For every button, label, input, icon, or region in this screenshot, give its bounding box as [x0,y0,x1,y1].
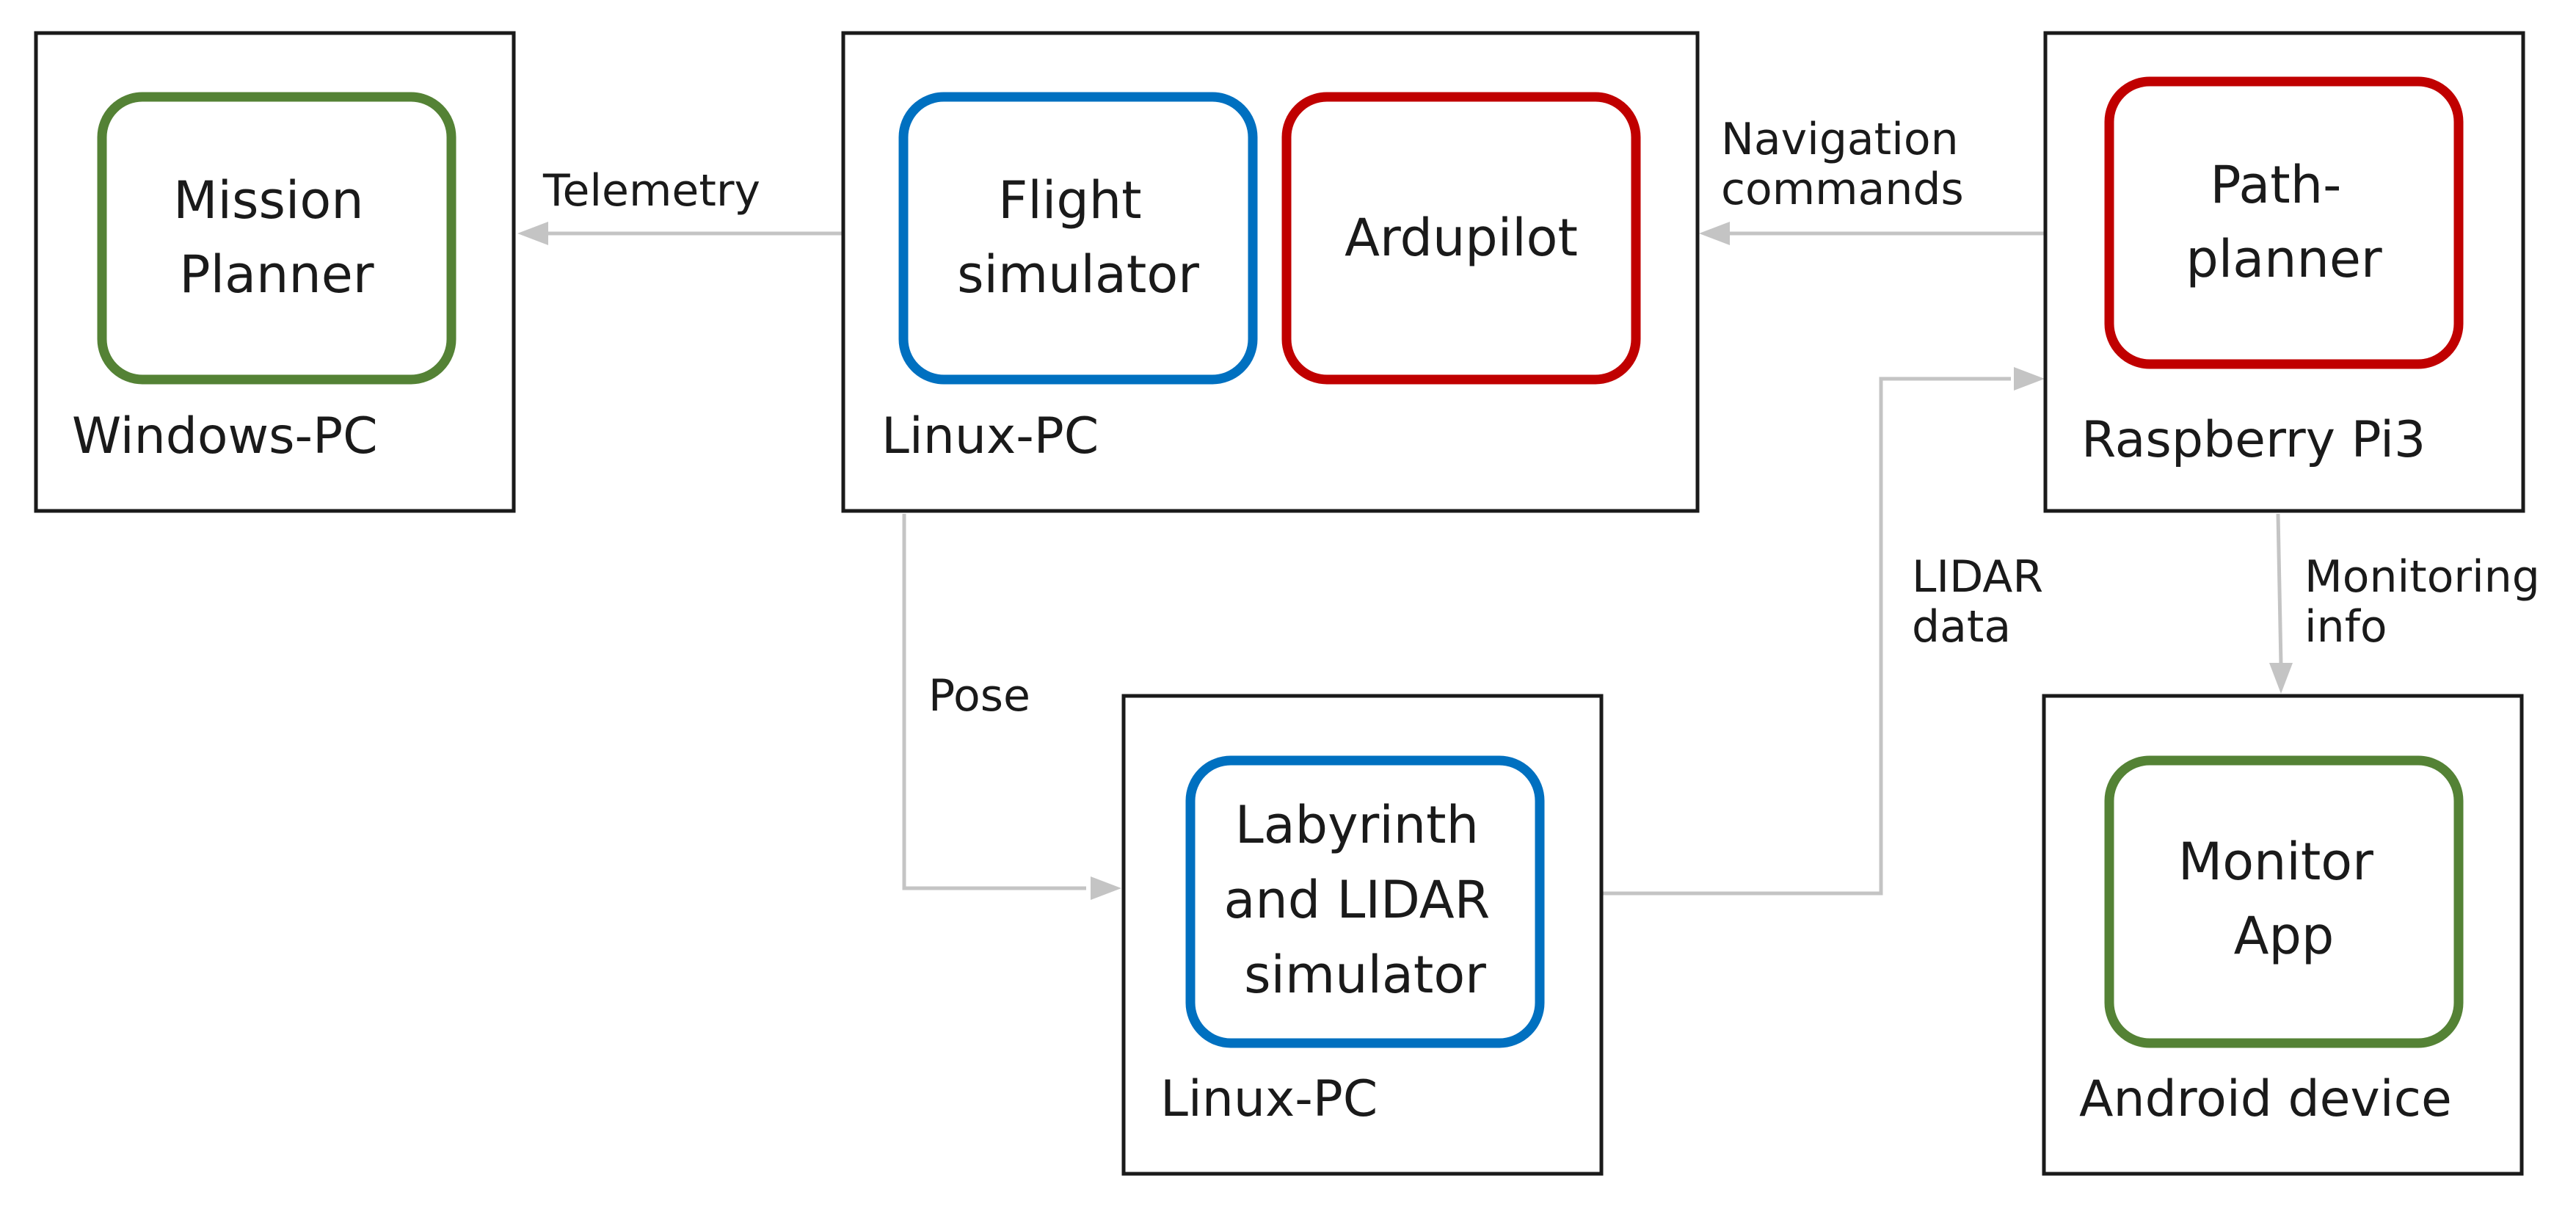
host-android-device: Monitor App Android device [2042,694,2524,1176]
flight-simulator-label: Flight simulator [957,170,1199,305]
connector-monitoring-info [2269,513,2293,694]
labyrinth-label: Labyrinth and LIDAR simulator [1223,795,1506,1005]
host-label-android-device: Android device [2079,1070,2452,1128]
monitor-app-label: Monitor App [2178,832,2390,966]
edge-label-navigation-commands: Navigation commands [1721,114,1973,215]
connector-navigation-commands [1699,222,2045,245]
host-label-linux-pc-labyrinth: Linux-PC [1160,1070,1378,1128]
host-raspberry-pi3: Path- planner Raspberry Pi3 [2043,31,2525,513]
connector-lidar-data [1603,367,2045,896]
component-flight-simulator [898,92,1258,385]
path-planner-label: Path- planner [2186,155,2382,289]
host-linux-pc-simulator: Flight simulator Ardupilot Linux-PC [841,31,1700,513]
component-path-planner [2104,76,2464,369]
component-labyrinth-lidar-simulator [1185,755,1545,1048]
mission-planner-label: Mission Planner [173,170,380,305]
arrowhead-navigation [1699,222,1730,245]
edge-label-pose: Pose [928,670,1030,722]
connector-telemetry [517,222,843,245]
component-mission-planner [97,92,456,385]
arrowhead-lidar [2014,367,2045,391]
host-label-raspberry-pi3: Raspberry Pi3 [2081,411,2426,469]
arrowhead-pose [1091,876,1121,900]
host-label-linux-pc-simulator: Linux-PC [881,407,1099,465]
ardupilot-label: Ardupilot [1345,208,1578,268]
host-label-windows-pc: Windows-PC [72,407,378,465]
component-monitor-app [2104,755,2464,1048]
arrowhead-telemetry [517,222,548,245]
edge-label-monitoring-info: Monitoring info [2304,551,2554,653]
component-ardupilot [1281,92,1641,385]
host-linux-pc-labyrinth: Labyrinth and LIDAR simulator Linux-PC [1121,694,1604,1176]
edge-label-telemetry: Telemetry [542,165,760,217]
connector-pose [902,514,1121,900]
arrowhead-monitoring [2269,663,2293,694]
edge-label-lidar-data: LIDAR data [1912,551,2057,653]
host-windows-pc: Mission Planner Windows-PC [34,31,516,513]
